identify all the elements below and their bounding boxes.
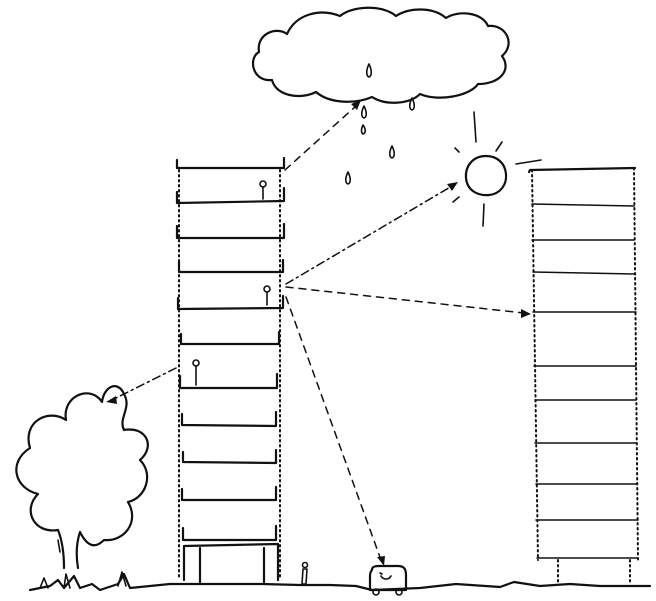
person-on-balcony (192, 180, 271, 386)
arrow-to-neighbor-tower (285, 286, 525, 314)
arrow-to-sun (285, 185, 453, 285)
arrow-to-car (285, 296, 382, 561)
neighbor-tower (527, 166, 639, 585)
raindrop-in-cloud (365, 63, 373, 78)
arrow-to-tree (111, 367, 177, 401)
tree (15, 385, 149, 570)
sun (452, 111, 542, 227)
cloud (251, 6, 510, 104)
balcony-tower (175, 156, 286, 584)
ground (28, 571, 652, 592)
view-arrows (106, 100, 531, 566)
rain (344, 97, 416, 185)
pedestrian (301, 561, 309, 585)
arrow-to-cloud (284, 105, 357, 171)
